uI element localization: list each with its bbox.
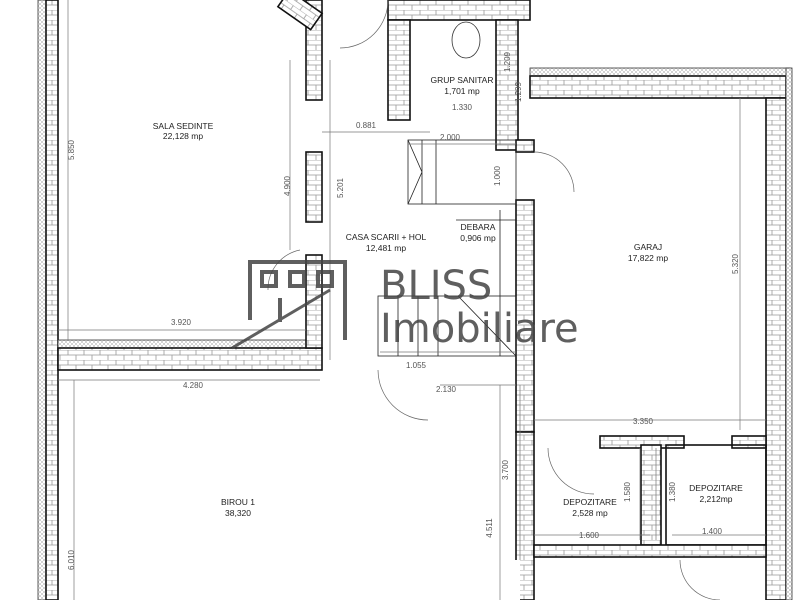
wall-right [765,97,787,600]
dim-3920: 3.920 [171,318,192,327]
door-depozit[interactable] [547,447,595,495]
dimension-lines [58,0,766,600]
dim-5850: 5.850 [67,139,76,160]
outer-insulation-left [37,0,47,600]
watermark-sub: Imobiliare [380,306,579,352]
door-sanitar[interactable] [339,0,389,49]
room-name-depozitare-1: DEPOZITARE [563,497,617,507]
wall-sanitar-top [387,0,531,21]
dim-5320: 5.320 [731,253,740,274]
toilet-icon [451,21,481,59]
wall-left [45,0,59,600]
dim-6010: 6.010 [67,549,76,570]
staircase [377,139,517,357]
dim-1330: 1.330 [452,103,473,112]
dim-5201: 5.201 [336,177,345,198]
room-name-debara: DEBARA [461,222,496,232]
room-name-casa-scarii: CASA SCARII + HOL [346,232,427,242]
wall-sanitar-right [495,19,519,151]
wall-corner [276,0,324,31]
wall-garaj-top [529,75,787,99]
room-name-depozitare-2: DEPOZITARE [689,483,743,493]
bottom-space [320,560,520,600]
dim-4280: 4.280 [183,381,204,390]
wall-depozit-top-right [731,435,767,449]
dim-2130: 2.130 [436,385,457,394]
room-area-depozitare-1: 2,528 mp [572,508,608,518]
doors [267,0,721,600]
dim-4900: 4.900 [283,175,292,196]
dim-1400: 1.400 [702,527,723,536]
dim-2000: 2.000 [440,133,461,142]
room-area-sala-sedinte: 22,128 mp [163,131,203,141]
room-area-grup-sanitar: 1,701 mp [444,86,480,96]
room-area-birou: 38,320 [225,508,251,518]
insulation-mid [57,339,309,349]
insulation-garaj-top [529,67,791,77]
dim-1299: 1.299 [514,81,523,102]
dim-1580: 1.580 [623,481,632,502]
door-garaj[interactable] [533,151,575,193]
dim-1380: 1.380 [668,481,677,502]
room-name-sala-sedinte: SALA SEDINTE [153,121,214,131]
dim-1055: 1.055 [406,361,427,370]
wall-birou-right [515,431,535,600]
dim-0881: 0.881 [356,121,377,130]
room-area-debara: 0,906 mp [460,233,496,243]
dim-3350: 3.350 [633,417,654,426]
room-name-birou: BIROU 1 [221,497,255,507]
dim-1209: 1.209 [503,51,512,72]
insulation-right [785,67,793,600]
dim-1600: 1.600 [579,531,600,540]
wall-depozit-bottom [533,544,767,558]
room-area-casa-scarii: 12,481 mp [366,243,406,253]
dim-4511: 4.511 [485,518,494,538]
room-area-garaj: 17,822 mp [628,253,668,263]
wall-garaj-door-top [515,139,535,153]
door-birou[interactable] [377,369,429,421]
walls [37,0,793,600]
room-name-grup-sanitar: GRUP SANITAR [431,75,494,85]
wall-sala-birou [57,347,323,371]
wall-sala-right-mid [305,151,323,223]
room-name-garaj: GARAJ [634,242,662,252]
door-depozit-2[interactable] [679,559,721,600]
wall-depozit-mid [640,444,662,546]
watermark-brand: BLISS [380,263,492,309]
wall-sanitar-left [387,19,411,121]
room-area-depozitare-2: 2,212mp [699,494,732,504]
dim-1000: 1.000 [493,165,502,186]
watermark-logo [231,260,347,350]
dim-3700: 3.700 [501,459,510,480]
